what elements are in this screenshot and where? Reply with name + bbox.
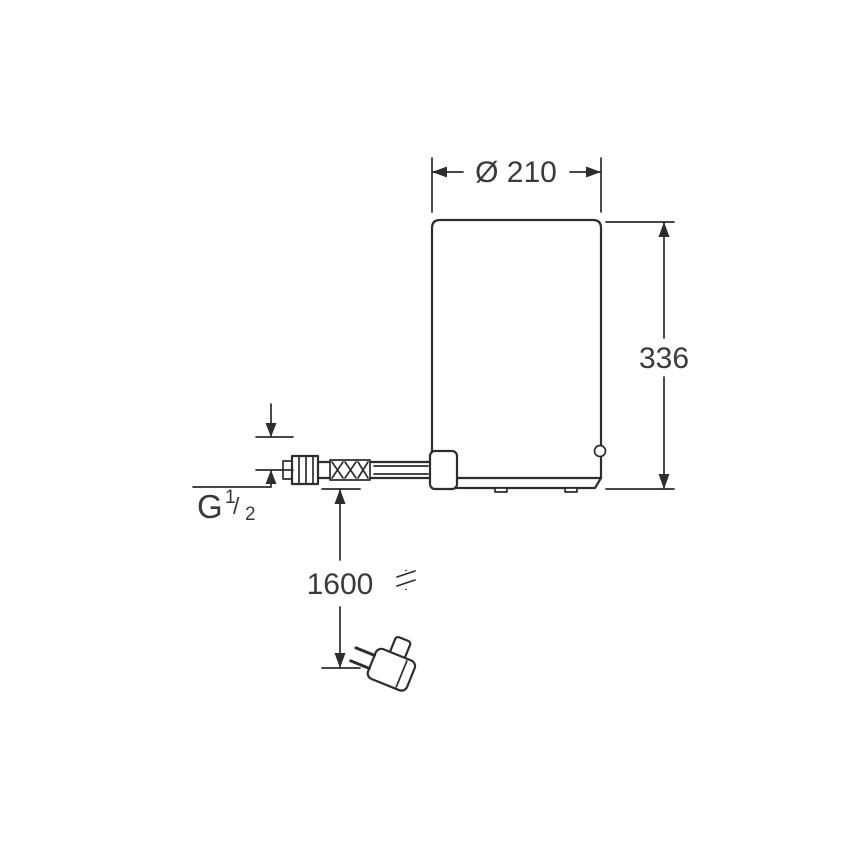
diameter-arrow-right [586, 166, 601, 178]
plug-body [366, 647, 417, 692]
thread-label-denominator: 2 [245, 504, 256, 525]
supply-hose [282, 449, 459, 491]
hose-elbow-connector [428, 449, 459, 491]
cable-break-symbol [396, 570, 416, 587]
height-dimension: 336 [605, 221, 689, 490]
diameter-arrow-left [432, 166, 447, 178]
offset-arrow-down [265, 423, 277, 437]
tank-body [430, 218, 607, 493]
cable-length-dimension: 1600 [307, 488, 374, 669]
height-arrow-bottom [658, 474, 670, 489]
power-cable [396, 487, 463, 643]
thread-label-numerator: 1 [225, 487, 236, 508]
cable-arrow-down [334, 653, 346, 668]
cable-arrow-up [334, 489, 346, 504]
tank-foot-right [564, 487, 578, 493]
thread-label: G 1 / 2 [197, 487, 256, 525]
hose-nut-facets [298, 455, 314, 485]
height-label: 336 [639, 342, 689, 375]
plug-body-detail [395, 660, 408, 688]
diameter-dimension: Ø 210 [431, 156, 602, 213]
hose-nut [290, 454, 320, 486]
side-indicator-button [593, 444, 607, 458]
cable-length-label: 1600 [307, 568, 374, 601]
hose-braid-hatch [331, 461, 369, 479]
tank-foot-left [494, 487, 508, 493]
tank-outline [430, 218, 603, 480]
hose-inner-tube-lines [373, 465, 429, 475]
plug-prongs [349, 646, 377, 670]
thread-label-prefix: G [197, 488, 223, 525]
power-plug [349, 635, 417, 692]
hose-offset-dimension: G 1 / 2 [192, 403, 294, 525]
diameter-label: Ø 210 [475, 156, 557, 189]
height-arrow-top [658, 222, 670, 237]
thread-label-slash: / [233, 493, 240, 519]
cable-upper-core [404, 488, 463, 570]
